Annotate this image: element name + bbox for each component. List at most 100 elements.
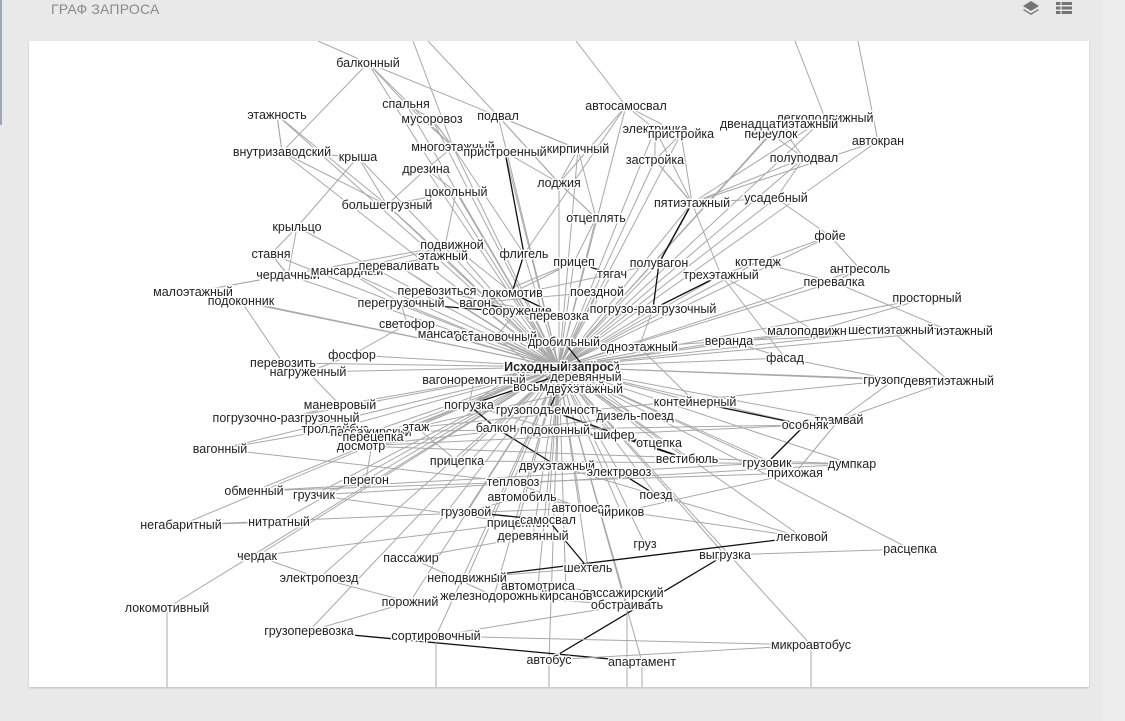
graph-node-label[interactable]: перецепка	[341, 429, 405, 446]
graph-node-label[interactable]: пассажир	[382, 550, 441, 567]
graph-node-label[interactable]: грузовик	[741, 455, 794, 472]
graph-node-label[interactable]: переваливать	[357, 258, 441, 275]
graph-node-label[interactable]: шехтель	[562, 560, 614, 577]
graph-node-label[interactable]: выгрузка	[698, 547, 753, 564]
graph-node-label[interactable]: думпкар	[826, 456, 877, 473]
graph-node-label[interactable]: тепловоз	[485, 474, 541, 491]
table-view-icon[interactable]	[1055, 0, 1075, 18]
graph-node-label[interactable]: автобус	[525, 652, 573, 669]
graph-node-label[interactable]: таксист	[514, 361, 561, 378]
graph-node-label[interactable]: обменный	[223, 483, 285, 500]
graph-node-label[interactable]: прихожая	[766, 465, 825, 482]
graph-node-label[interactable]: подоконник	[206, 293, 276, 310]
graph-node-label[interactable]: автопоезд	[550, 500, 613, 517]
graph-node-label[interactable]: мансарда	[416, 326, 476, 343]
graph-node-label[interactable]: полувагон	[628, 255, 690, 272]
graph-node-label[interactable]: просторный	[891, 290, 963, 307]
graph-node-label[interactable]: грузоподъемность	[494, 402, 603, 419]
graph-node-label[interactable]: деревянный	[549, 369, 623, 386]
graph-node-label[interactable]: микроавтобус	[769, 637, 852, 654]
graph-node-label[interactable]: автомобиль	[486, 489, 558, 506]
graph-node-label[interactable]: шестиэтажный	[906, 323, 995, 340]
graph-node-label[interactable]: отцепка	[635, 435, 684, 452]
graph-node-label[interactable]: мансардный	[309, 263, 384, 280]
graph-node-label[interactable]: перевозка	[528, 308, 590, 325]
graph-node-label[interactable]: негабаритный	[139, 517, 223, 534]
graph-node-label[interactable]: малоподвижный	[766, 323, 865, 340]
graph-node-label[interactable]: груз	[632, 536, 659, 553]
graph-node-label[interactable]: пассажирский	[581, 585, 665, 602]
graph-node-label[interactable]: автомотриса	[500, 578, 577, 595]
graph-node-label[interactable]: дробильный	[526, 334, 601, 351]
graph-node-label[interactable]: перевозиться	[396, 283, 478, 300]
graph-node-label[interactable]: прицеп	[552, 254, 596, 271]
graph-node-label[interactable]: электричка	[621, 121, 689, 138]
graph-node-label[interactable]: фойе	[813, 228, 847, 245]
graph-node-label[interactable]: светофор	[377, 316, 436, 333]
graph-node-label[interactable]: железнодорожный	[439, 588, 549, 605]
graph-node-label[interactable]: девятиэтажный	[902, 373, 995, 390]
graph-node-label[interactable]: вагонный	[191, 441, 248, 458]
graph-node-label[interactable]: пятиэтажный	[652, 195, 731, 212]
graph-node-label[interactable]: прицепка	[428, 453, 485, 470]
graph-node-label[interactable]: контейнерный	[652, 394, 738, 411]
graph-node-label[interactable]: одноэтажный	[599, 339, 680, 356]
graph-node-label[interactable]: подвал	[476, 108, 521, 125]
graph-node-label[interactable]: электровоз	[585, 464, 653, 481]
graph-node-label[interactable]: электропоезд	[278, 570, 360, 587]
graph-node-label[interactable]: прицепной	[485, 515, 550, 532]
graph-node-label[interactable]: расцепка	[882, 541, 939, 558]
graph-node-label[interactable]: коттедж	[734, 254, 784, 271]
graph-node-label[interactable]: поезд	[638, 487, 675, 504]
graph-node-label[interactable]: спальня	[381, 96, 431, 113]
graph-node-label[interactable]: вагоноремонтный	[421, 372, 528, 389]
graph-node-label[interactable]: шифер	[592, 427, 636, 444]
graph-node-label[interactable]: мусоровоз	[400, 111, 464, 128]
graph-node-label[interactable]: флигель	[498, 246, 550, 263]
graph-node-label[interactable]: погрузо-разгрузочный	[588, 301, 718, 318]
graph-node-label[interactable]: внутризаводский	[231, 144, 332, 161]
graph-node-label[interactable]: грузопоток	[862, 372, 927, 389]
graph-node-label[interactable]: перевозить	[249, 355, 318, 372]
graph-node-label[interactable]: многоэтажный	[410, 139, 497, 156]
graph-node-label[interactable]: легкоподвижный	[775, 110, 875, 127]
graph-node-label[interactable]: перегрузочный	[356, 295, 446, 312]
graph-node-label[interactable]: порожний	[380, 594, 440, 611]
graph-node-label[interactable]: локомотив	[480, 285, 545, 302]
graph-node-label[interactable]: поездной	[569, 284, 626, 301]
graph-node-label[interactable]: чириков	[596, 504, 646, 521]
graph-node-label[interactable]: крыша	[337, 149, 378, 166]
graph-node-label[interactable]: самосвал	[519, 512, 578, 529]
graph-node-label[interactable]: балконный	[335, 55, 401, 72]
scrollbar-gutter[interactable]	[1102, 0, 1125, 721]
graph-node-label[interactable]: веранда	[703, 333, 755, 350]
graph-node-label[interactable]: пристроенный	[462, 144, 548, 161]
graph-node-label[interactable]: чердачный	[255, 267, 322, 284]
graph-node-label[interactable]: троллейбус	[300, 421, 370, 438]
graph-node-label[interactable]: погрузка	[443, 397, 496, 414]
graph-node-label[interactable]: малоэтажный	[152, 284, 235, 301]
graph-node-label[interactable]: ставня	[250, 246, 292, 263]
graph-node-label[interactable]: антресоль	[828, 261, 891, 278]
graph-node-label[interactable]: переулок	[743, 126, 800, 143]
graph-node-label[interactable]: нитратный	[247, 514, 312, 531]
graph-node-label[interactable]: лоджия	[536, 175, 583, 192]
graph-node-label[interactable]: тягач	[596, 266, 629, 283]
graph-node-label[interactable]: неподвижный	[426, 570, 508, 587]
graph-node-label[interactable]: обстраивать	[589, 597, 664, 614]
graph-node-label[interactable]: фосфор	[327, 347, 378, 364]
graph-node-label[interactable]: сортировочный	[390, 628, 482, 645]
graph-node-label[interactable]: остановочный	[453, 329, 538, 346]
graph-node-label[interactable]: апартамент	[606, 654, 677, 671]
graph-node-label[interactable]: этажный	[417, 248, 470, 265]
graph-node-label[interactable]: балкон	[474, 420, 518, 437]
graph-node-label[interactable]: подоконный	[518, 422, 591, 439]
graph-node-label[interactable]: этаж	[401, 419, 432, 436]
graph-node-label[interactable]: кирпичный	[545, 141, 611, 158]
graph-node-label[interactable]: перевалка	[802, 274, 866, 291]
layers-icon[interactable]	[1021, 0, 1041, 18]
graph-node-label[interactable]: крыльцо	[271, 219, 323, 236]
graph-node-label[interactable]: локомотивный	[123, 600, 210, 617]
graph-node-label[interactable]: трехэтажный	[682, 267, 760, 284]
graph-node-label[interactable]: застройка	[624, 152, 685, 169]
